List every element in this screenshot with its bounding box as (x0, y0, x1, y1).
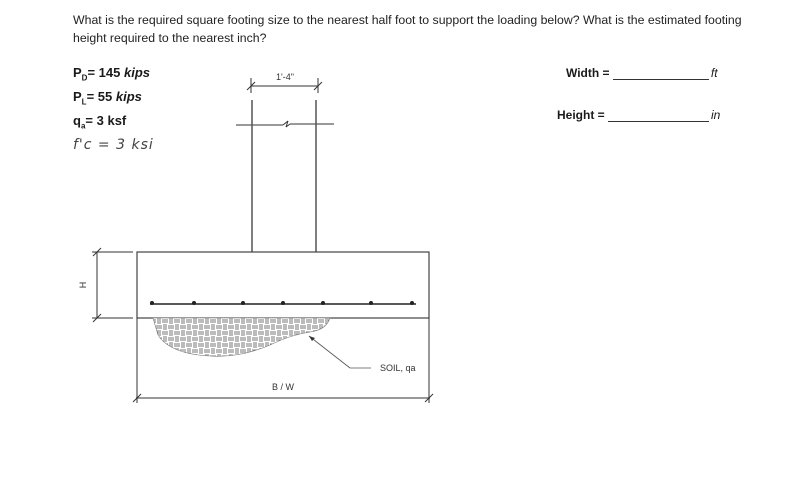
column (251, 100, 317, 252)
soil-hatch (152, 317, 331, 357)
width-answer-blank[interactable] (612, 67, 709, 80)
concrete-strength-handwritten: f'c = 3 ksi (73, 137, 154, 154)
column-width-label: 1'-4" (276, 72, 294, 82)
base-width-dimension: B / W (132, 318, 434, 403)
column-width-dimension: 1'-4" (246, 72, 323, 93)
height-dimension: H (78, 247, 133, 323)
question-text: What is the required square footing size… (73, 13, 742, 45)
soil-label: SOIL, qa (380, 363, 416, 373)
dead-load: PD= 145 kips (73, 65, 150, 83)
soil-leader: SOIL, qa (308, 335, 416, 373)
width-answer: Width = ft (566, 66, 718, 80)
live-load: PL= 55 kips (73, 89, 142, 107)
height-answer-blank[interactable] (608, 109, 710, 122)
height-answer: Height = in (557, 108, 721, 122)
footing (136, 251, 430, 319)
given-values: PD= 145 kips PL= 55 kips qa= 3 ksf f'c =… (73, 64, 154, 155)
column-break-line (236, 120, 334, 128)
height-label: H (78, 282, 88, 289)
rebar (150, 301, 416, 305)
base-label: B / W (272, 382, 295, 392)
allowable-soil-pressure: qa= 3 ksf (73, 113, 127, 131)
